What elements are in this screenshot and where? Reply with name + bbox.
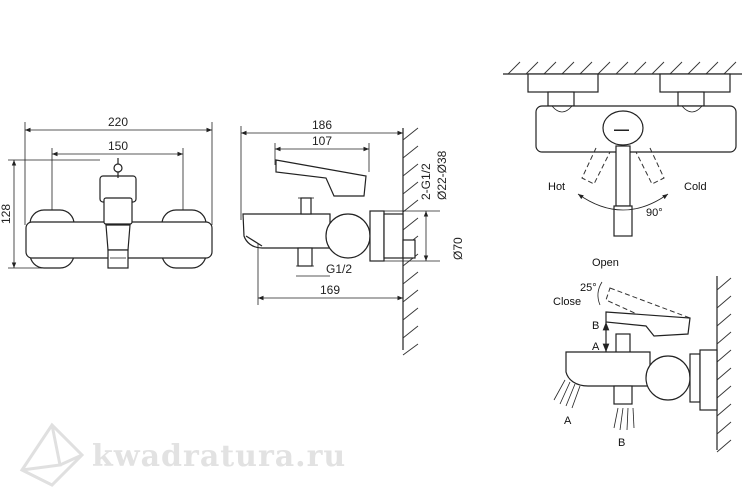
body-section — [325, 213, 371, 259]
angle-25-label: 25° — [580, 282, 597, 294]
svg-text:▬▬▬: ▬▬▬ — [614, 127, 629, 133]
watermark-text: kwadratura.ru — [92, 439, 346, 474]
handle-top — [602, 110, 644, 146]
close-label: Close — [553, 296, 581, 308]
dim-inlet-thread-label: 2-G1/2 — [419, 163, 433, 200]
dim-centers-label: 150 — [108, 139, 128, 153]
b-top-label: B — [592, 320, 599, 332]
dim-flange-dia-label: Ø70 — [451, 237, 465, 260]
spout-flow — [565, 351, 651, 387]
a-mid-label: A — [592, 341, 600, 353]
watermark: kwadratura.ru — [19, 422, 346, 487]
dim-outlet-thread-label: G1/2 — [326, 262, 352, 276]
top-view: ▬▬▬ Hot Cold 90° — [503, 61, 742, 237]
side-view: 186 107 G1/2 169 2-G1/2 — [240, 118, 465, 356]
dim-width-label: 220 — [108, 115, 128, 129]
hot-label: Hot — [548, 181, 565, 193]
open-label: Open — [592, 257, 619, 269]
dim-depth-label: 186 — [312, 118, 332, 132]
a-spout-label: A — [564, 415, 572, 427]
handle-flow-view: Open 25° Close B A A B — [553, 257, 732, 453]
front-view: 220 150 128 — [0, 115, 213, 269]
dim-outlet-label: 169 — [320, 283, 340, 297]
dim-handle-label: 107 — [312, 134, 332, 148]
b-shower-label: B — [618, 437, 625, 449]
cold-label: Cold — [684, 181, 707, 193]
handle-lever-side — [275, 159, 367, 197]
angle-90-label: 90° — [646, 207, 663, 219]
dim-height-label: 128 — [0, 204, 13, 224]
dim-flange-range-label: Ø22-Ø38 — [435, 150, 449, 200]
